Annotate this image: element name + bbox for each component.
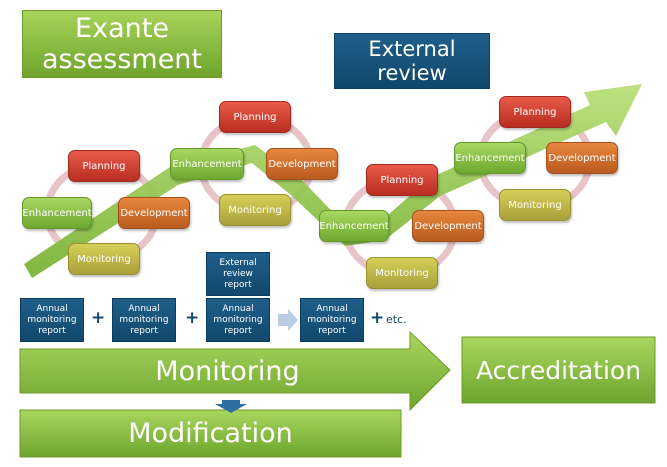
accreditation-label: Accreditation <box>475 355 642 385</box>
plus-icon-3: + <box>370 308 385 328</box>
cycle-2-planning: Planning <box>219 101 291 133</box>
annual-monitoring-report-4: Annual monitoring report <box>300 298 364 342</box>
exante-assessment-title: Exante assessment <box>22 10 222 78</box>
monitoring-band-arrow <box>19 330 451 412</box>
cycle-1-enhancement: Enhancement <box>22 197 92 229</box>
plus-icon-1: + <box>91 308 106 328</box>
modification-band-label: Modification <box>128 418 293 449</box>
right-arrow-icon <box>278 309 298 331</box>
cycle-4-planning: Planning <box>499 96 571 128</box>
plus-icon-2: + <box>185 308 200 328</box>
cycle-2-development: Development <box>266 148 338 180</box>
cycle-1-planning: Planning <box>68 150 140 182</box>
cycle-1-development: Development <box>118 197 190 229</box>
cycle-3-development: Development <box>412 210 484 242</box>
annual-monitoring-report-2: Annual monitoring report <box>112 298 176 342</box>
cycle-4-enhancement: Enhancement <box>454 142 526 174</box>
etc-label: etc. <box>386 313 407 326</box>
annual-monitoring-report-3: Annual monitoring report <box>206 298 270 342</box>
cycle-3-monitoring: Monitoring <box>366 257 438 289</box>
down-arrow-icon <box>215 400 247 413</box>
cycle-1-monitoring: Monitoring <box>68 243 140 275</box>
accreditation-box <box>461 336 656 404</box>
annual-monitoring-report-1: Annual monitoring report <box>20 298 84 342</box>
cycle-4-monitoring: Monitoring <box>499 189 571 221</box>
cycle-2-enhancement: Enhancement <box>170 148 244 180</box>
external-review-report: External review report <box>206 252 270 296</box>
cycle-3-planning: Planning <box>366 164 438 196</box>
cycle-2-monitoring: Monitoring <box>219 194 291 226</box>
cycle-3-enhancement: Enhancement <box>319 210 389 242</box>
monitoring-band-label: Monitoring <box>155 355 300 387</box>
modification-band <box>19 409 402 458</box>
external-review-title: External review <box>334 33 490 89</box>
cycle-4-development: Development <box>546 142 618 174</box>
